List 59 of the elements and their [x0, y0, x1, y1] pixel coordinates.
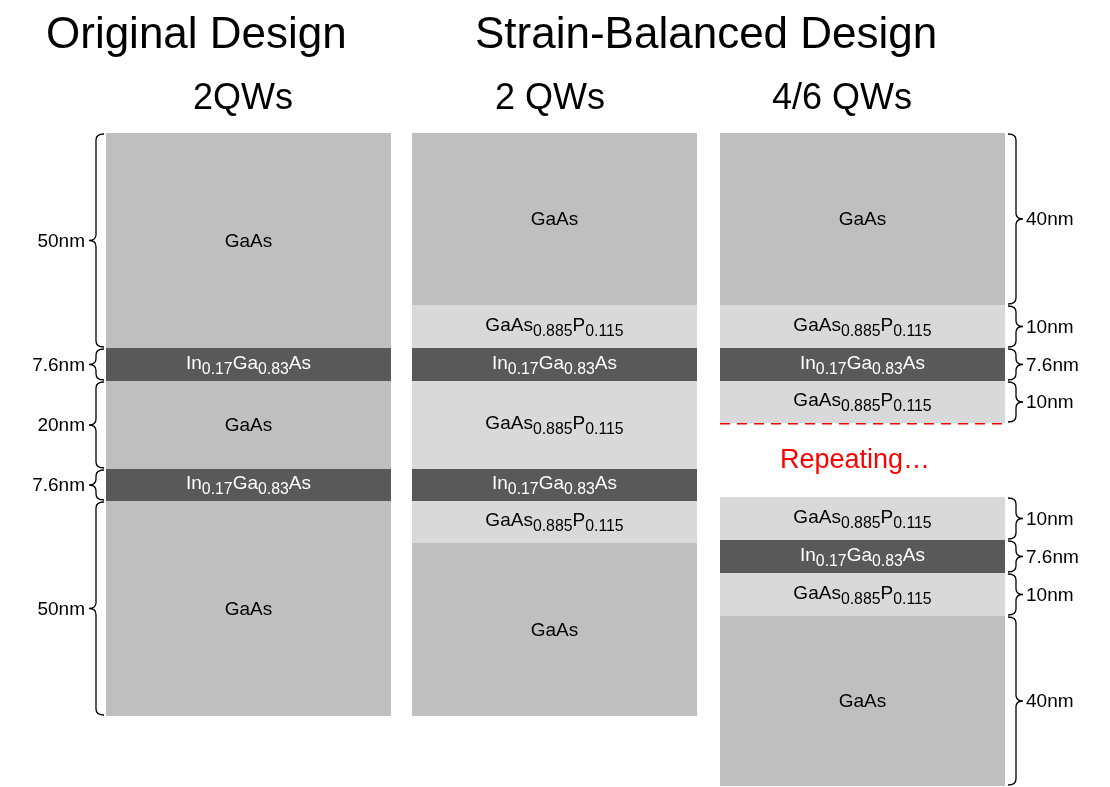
layer-block — [720, 348, 1005, 381]
layer-block — [106, 133, 391, 348]
layer-block — [106, 381, 391, 469]
dimension-label: 20nm — [37, 414, 85, 436]
heading: Strain-Balanced Design — [475, 8, 938, 58]
layer-label: GaAs — [224, 414, 273, 436]
layer-label: GaAs$_{0.885}$P$_{0.115}$ — [485, 412, 624, 438]
dimension-label: 7.6nm — [32, 353, 85, 376]
layer-label: GaAs$_{0.885}$P$_{0.115}$ — [793, 313, 932, 340]
layer-block — [106, 348, 391, 381]
layer-block — [720, 540, 1005, 573]
layer-block — [720, 616, 1005, 786]
layer-block — [412, 501, 697, 543]
layer-label: In$_{0.17}$Ga$_{0.83}$As — [186, 472, 311, 498]
layer-label: In$_{0.17}$Ga$_{0.83}$As — [492, 351, 617, 378]
dimension-label: 40nm — [1026, 208, 1074, 230]
dimension-label: 7.6nm — [32, 474, 85, 496]
subheading: 2 QWs — [495, 76, 605, 118]
layer-block — [106, 501, 391, 716]
layer-block — [412, 543, 697, 716]
layer-label: GaAs — [224, 229, 273, 252]
layer-label: GaAs$_{0.885}$P$_{0.115}$ — [793, 581, 932, 608]
layer-label: GaAs$_{0.885}$P$_{0.115}$ — [485, 313, 624, 340]
layer-block — [106, 469, 391, 501]
layer-label: In$_{0.17}$Ga$_{0.83}$As — [800, 543, 925, 570]
heading: Original Design — [46, 8, 347, 58]
dimension-label: 10nm — [1026, 583, 1074, 606]
dimension-label: 7.6nm — [1026, 353, 1079, 376]
layer-label: GaAs — [838, 690, 887, 712]
layer-label: In$_{0.17}$Ga$_{0.83}$As — [492, 472, 617, 498]
layer-block — [412, 348, 697, 381]
dimension-label: 50nm — [37, 229, 85, 252]
layer-label: GaAs$_{0.885}$P$_{0.115}$ — [485, 509, 624, 535]
layer-block — [412, 305, 697, 348]
layer-label: GaAs — [530, 618, 579, 641]
layer-block — [412, 381, 697, 469]
dimension-label: 10nm — [1026, 315, 1074, 338]
dimension-label: 50nm — [37, 597, 85, 620]
layer-label: GaAs$_{0.885}$P$_{0.115}$ — [793, 505, 932, 532]
layer-label: GaAs — [838, 208, 887, 230]
dimension-label: 7.6nm — [1026, 545, 1079, 568]
layer-label: In$_{0.17}$Ga$_{0.83}$As — [186, 351, 311, 378]
layer-label: GaAs — [224, 597, 273, 620]
layer-block — [720, 305, 1005, 348]
dimension-label: 40nm — [1026, 690, 1074, 712]
layer-label: GaAs — [530, 208, 579, 230]
layer-block — [720, 133, 1005, 305]
subheading: 2QWs — [193, 76, 293, 118]
layer-label: In$_{0.17}$Ga$_{0.83}$As — [800, 351, 925, 378]
layer-label: GaAs$_{0.885}$P$_{0.115}$ — [793, 389, 932, 415]
note-text: Repeating… — [780, 444, 931, 475]
layer-block — [720, 573, 1005, 616]
subheading: 4/6 QWs — [772, 76, 913, 118]
layer-block — [720, 381, 1005, 423]
layer-block — [720, 497, 1005, 540]
layer-block — [412, 469, 697, 501]
dimension-label: 10nm — [1026, 391, 1074, 413]
dimension-label: 10nm — [1026, 507, 1074, 530]
layer-block — [412, 133, 697, 305]
